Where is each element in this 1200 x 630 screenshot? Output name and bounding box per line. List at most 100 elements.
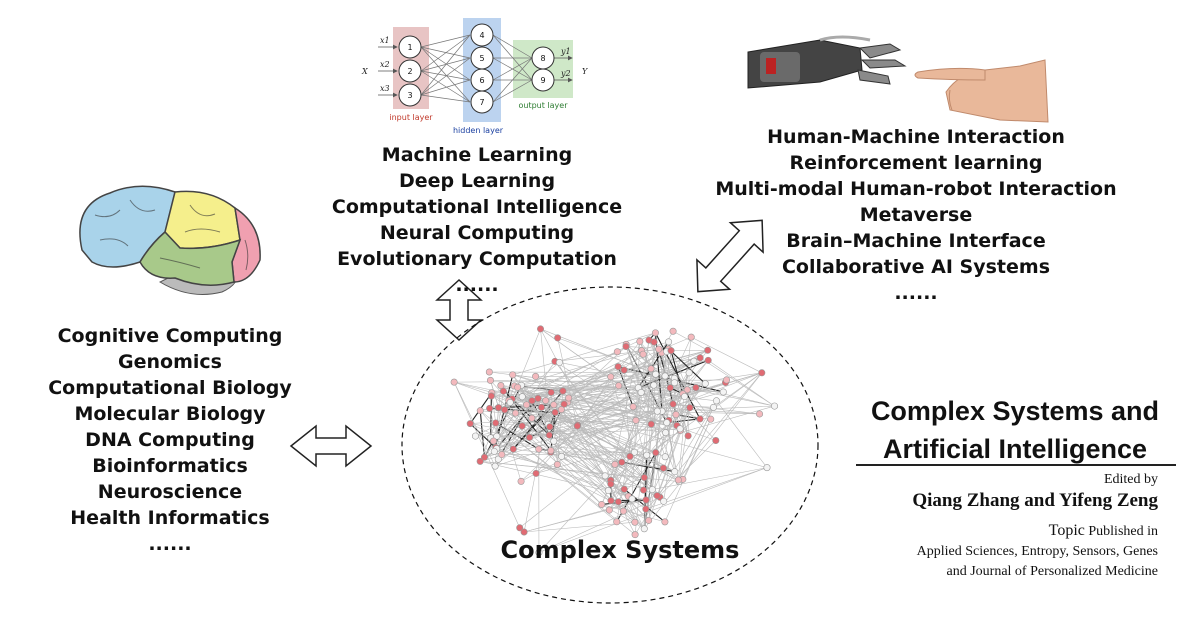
network-node (546, 423, 554, 431)
hmi-topic-list: Human-Machine Interaction Reinforcement … (700, 124, 1132, 306)
network-node (661, 372, 669, 380)
ml-topic-item: Machine Learning (381, 144, 573, 166)
network-node (555, 358, 563, 366)
neural-network-figure: 1 2 3 4 5 6 7 8 9 X x1 x2 x3 y1 y2 Y inp… (361, 18, 588, 135)
network-edge (562, 390, 760, 415)
network-edge (480, 461, 647, 501)
network-node (506, 398, 514, 406)
network-node (640, 474, 648, 482)
network-node (487, 392, 495, 400)
nn-input-label: x3 (380, 84, 390, 93)
network-edge (679, 337, 692, 429)
nn-node (470, 23, 494, 47)
brain-illustration (79, 185, 261, 295)
network-node (631, 531, 639, 539)
network-edge (568, 397, 667, 423)
double-arrow-vertical (435, 278, 483, 342)
editors-names: Qiang Zhang and Yifeng Zeng (912, 490, 1158, 511)
nn-node (398, 83, 422, 107)
network-edge (493, 440, 647, 456)
network-edge (538, 497, 661, 553)
network-edge (623, 370, 631, 457)
network-node (665, 338, 673, 346)
ml-topic-item: Evolutionary Computation (337, 248, 617, 270)
title-divider (856, 464, 1176, 466)
network-edge (540, 328, 669, 421)
network-node (517, 477, 525, 485)
network-edge (554, 361, 775, 407)
topic-title-line: Complex Systems and (870, 396, 1160, 426)
network-edge (672, 330, 708, 351)
network-node (660, 497, 668, 505)
network-node (486, 404, 494, 412)
network-node (557, 406, 565, 414)
network-edge (550, 451, 602, 505)
nn-node (398, 35, 422, 59)
network-edge (609, 361, 695, 511)
network-node (671, 379, 679, 387)
network-node (637, 388, 645, 396)
network-node (607, 480, 615, 488)
network-node (661, 453, 669, 461)
network-node (662, 429, 670, 437)
network-node (636, 337, 644, 345)
network-node (692, 384, 700, 392)
nn-x-label: X (361, 67, 368, 76)
bio-topic-item: Health Informatics (70, 507, 270, 529)
network-edge (668, 348, 706, 385)
nn-node (470, 90, 494, 114)
network-node (537, 325, 545, 333)
network-edge (610, 376, 635, 453)
network-node (486, 376, 494, 384)
network-edge (509, 362, 560, 403)
network-edge (490, 395, 492, 438)
network-edge (531, 417, 653, 490)
network-edge (664, 419, 711, 522)
hmi-topic-item: Multi-modal Human-robot Interaction (715, 178, 1117, 200)
network-node (471, 432, 479, 440)
network-edge (541, 407, 680, 482)
network-node (613, 518, 621, 526)
nn-node-label: 2 (407, 67, 412, 76)
hmi-topic-item: ...... (894, 282, 938, 304)
network-node (669, 400, 677, 408)
ml-topic-item: Deep Learning (398, 170, 556, 192)
network-node (607, 373, 615, 381)
network-edge (489, 408, 503, 455)
brain-temporal (139, 230, 242, 286)
brain-parietal (164, 190, 241, 250)
network-edge (625, 346, 675, 472)
network-node (565, 394, 573, 402)
network-edge (672, 403, 689, 436)
nn-node-label: 5 (479, 54, 484, 63)
network-node (573, 422, 581, 430)
network-edge (454, 381, 768, 468)
nn-output-label: y2 (560, 69, 571, 78)
topic-title-line: Artificial Intelligence (882, 434, 1148, 464)
journals-line-1: Applied Sciences, Entropy, Sensors, Gene… (916, 544, 1158, 559)
network-node (639, 350, 647, 358)
network-edge (678, 400, 717, 481)
network-edge (523, 392, 552, 533)
network-node (528, 397, 536, 405)
bio-topic-item: DNA Computing (85, 429, 255, 451)
network-edge (678, 407, 691, 482)
network-node (683, 386, 691, 394)
network-node (526, 433, 534, 441)
network-node (661, 518, 669, 526)
bio-topic-item: Cognitive Computing (57, 325, 283, 347)
human-hand-illustration (914, 59, 1049, 123)
network-edge (494, 412, 556, 467)
network-edge (650, 368, 661, 498)
network-node (618, 458, 626, 466)
network-node (647, 365, 655, 373)
network-edge (497, 407, 602, 505)
nn-node-label: 4 (479, 31, 484, 40)
complex-systems-boundary (401, 286, 819, 604)
network-node (704, 346, 712, 354)
network-graph (450, 325, 779, 556)
topic-title: Complex Systems and Artificial Intellige… (850, 392, 1180, 468)
hmi-topic-item: Metaverse (859, 204, 973, 226)
network-edge (522, 425, 645, 478)
network-edge (470, 423, 497, 437)
